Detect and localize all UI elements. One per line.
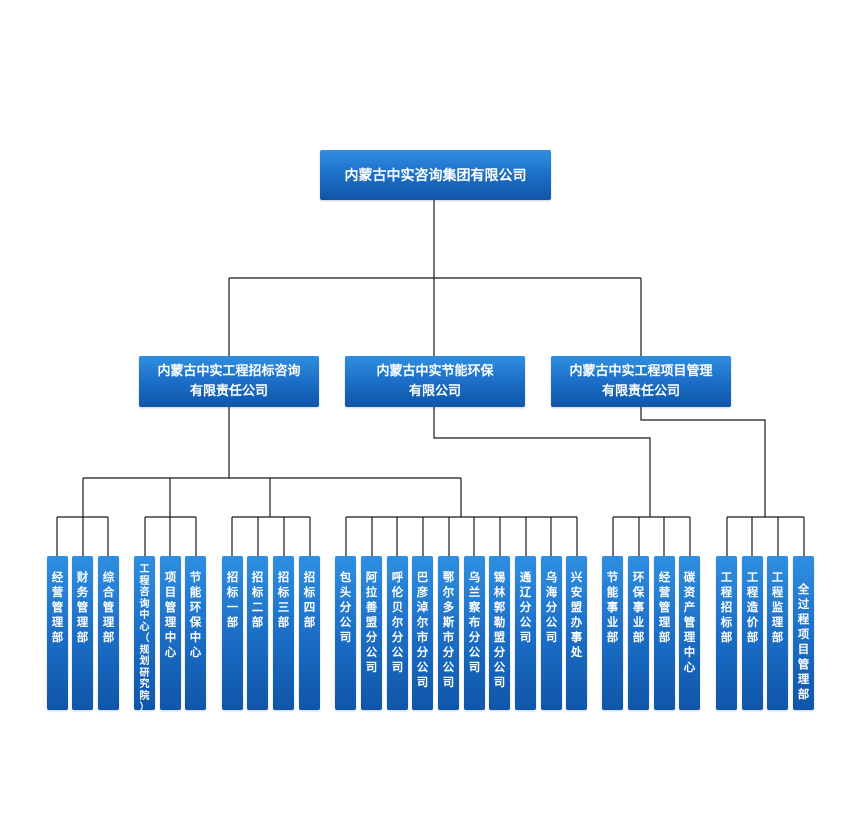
department-label: 乌海分公司	[545, 570, 558, 644]
department-label: 阿拉善盟分公司	[365, 570, 378, 674]
department-node: 乌兰察布分公司	[464, 556, 485, 710]
company-node: 内蒙古中实工程招标咨询 有限责任公司	[139, 356, 319, 407]
company-label-line2: 有限责任公司	[189, 383, 268, 399]
department-label: 碳资产管理中心	[683, 570, 696, 674]
department-label: 工程咨询中心（规划研究院）	[139, 564, 150, 713]
department-node: 全过程项目管理部	[793, 556, 814, 710]
department-label: 经营管理部	[51, 570, 64, 644]
department-label: 综合管理部	[102, 570, 115, 644]
department-node: 包头分公司	[335, 556, 356, 710]
department-node: 节能环保中心	[185, 556, 206, 710]
department-node: 鄂尔多斯市分公司	[438, 556, 459, 710]
company-node: 内蒙古中实工程项目管理 有限责任公司	[551, 356, 731, 407]
department-label: 招标三部	[277, 570, 290, 629]
department-node: 环保事业部	[628, 556, 649, 710]
department-node: 招标一部	[222, 556, 243, 710]
company-label-line1: 内蒙古中实工程招标咨询	[157, 363, 301, 379]
department-label: 工程监理部	[771, 570, 784, 644]
department-label: 招标二部	[251, 570, 264, 629]
department-node: 乌海分公司	[541, 556, 562, 710]
company-label-line2: 有限公司	[408, 383, 461, 399]
department-node: 项目管理中心	[160, 556, 181, 710]
department-node: 巴彦淖尔市分公司	[412, 556, 433, 710]
department-label: 通辽分公司	[519, 570, 532, 644]
department-label: 项目管理中心	[164, 570, 177, 659]
department-node: 招标四部	[299, 556, 320, 710]
department-node: 财务管理部	[72, 556, 93, 710]
department-label: 兴安盟办事处	[570, 570, 583, 659]
department-node: 工程监理部	[767, 556, 788, 710]
department-node: 招标三部	[273, 556, 294, 710]
department-node: 呼伦贝尔分公司	[387, 556, 408, 710]
department-label: 节能事业部	[606, 570, 619, 644]
department-label: 节能环保中心	[189, 570, 202, 659]
department-node: 碳资产管理中心	[679, 556, 700, 710]
department-label: 乌兰察布分公司	[468, 570, 481, 674]
department-node: 阿拉善盟分公司	[361, 556, 382, 710]
department-node: 工程咨询中心（规划研究院）	[134, 556, 155, 713]
department-label: 全过程项目管理部	[797, 582, 810, 701]
department-label: 巴彦淖尔市分公司	[416, 570, 429, 689]
department-node: 工程造价部	[742, 556, 763, 710]
department-node: 兴安盟办事处	[566, 556, 587, 710]
root-node: 内蒙古中实咨询集团有限公司	[320, 150, 551, 200]
department-label: 财务管理部	[76, 570, 89, 644]
company-label-line1: 内蒙古中实工程项目管理	[569, 363, 713, 379]
department-node: 招标二部	[247, 556, 268, 710]
department-label: 招标一部	[226, 570, 239, 629]
department-label: 工程招标部	[720, 570, 733, 644]
department-node: 通辽分公司	[515, 556, 536, 710]
department-label: 鄂尔多斯市分公司	[442, 570, 455, 689]
department-node: 节能事业部	[602, 556, 623, 710]
department-label: 工程造价部	[746, 570, 759, 644]
department-node: 经营管理部	[654, 556, 675, 710]
department-node: 综合管理部	[98, 556, 119, 710]
department-label: 环保事业部	[632, 570, 645, 644]
company-label-line2: 有限责任公司	[601, 383, 680, 399]
department-label: 经营管理部	[658, 570, 671, 644]
department-label: 呼伦贝尔分公司	[391, 570, 404, 674]
root-label: 内蒙古中实咨询集团有限公司	[344, 168, 527, 184]
company-label-line1: 内蒙古中实节能环保	[376, 363, 494, 379]
department-label: 包头分公司	[339, 570, 352, 644]
department-label: 招标四部	[303, 570, 316, 629]
department-node: 经营管理部	[47, 556, 68, 710]
department-node: 工程招标部	[716, 556, 737, 710]
company-node: 内蒙古中实节能环保 有限公司	[345, 356, 525, 407]
department-label: 锡林郭勒盟分公司	[493, 570, 506, 689]
department-node: 锡林郭勒盟分公司	[489, 556, 510, 710]
